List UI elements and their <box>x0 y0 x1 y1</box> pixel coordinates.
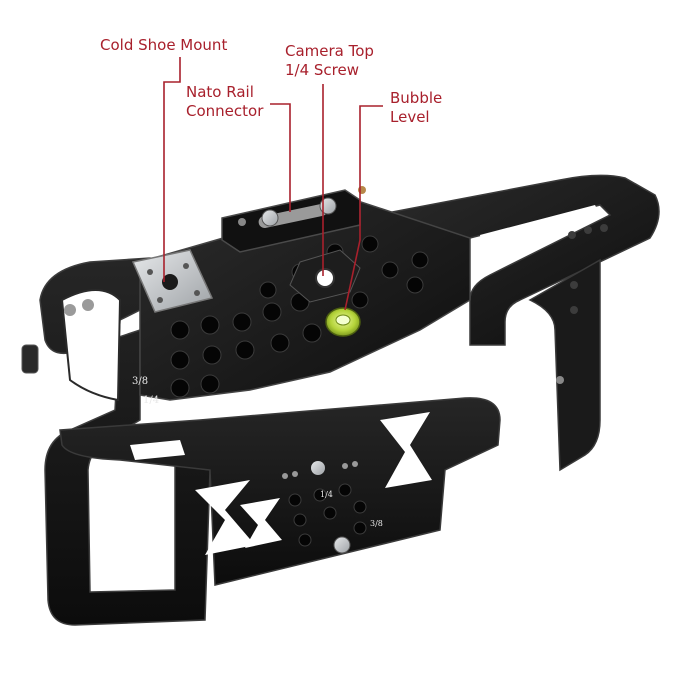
nato-rail-connector <box>221 186 366 253</box>
engraving-bottom-38: 3/8 <box>370 519 383 528</box>
cold-shoe-leader <box>163 57 181 282</box>
bubble-level-leader <box>344 105 383 311</box>
nato-rail-leader <box>270 103 291 212</box>
engraving-side-14: 1/4 <box>143 395 159 406</box>
rear-handle-frame <box>349 174 660 472</box>
cold-shoe-mount <box>131 249 214 313</box>
callout-camera-top-screw: Camera Top 1/4 Screw <box>285 42 374 79</box>
callout-bubble-level: Bubble Level <box>390 89 443 126</box>
callout-cold-shoe-mount: Cold Shoe Mount <box>100 36 228 54</box>
engraving-bottom-14: 1/4 <box>320 490 333 499</box>
top-plate <box>139 199 471 401</box>
engraving-side-38: 3/8 <box>132 376 148 387</box>
bubble-level <box>325 307 361 337</box>
front-crossbar <box>59 397 501 586</box>
callout-nato-rail-connector: Nato Rail Connector <box>186 83 264 120</box>
leader-lines <box>163 57 383 311</box>
left-frame <box>21 257 211 626</box>
